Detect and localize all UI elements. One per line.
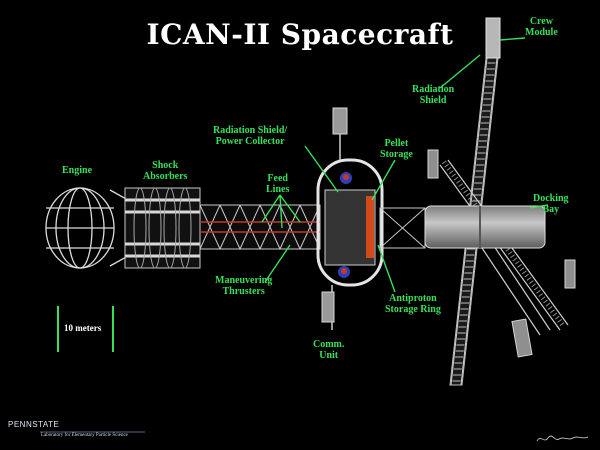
label-shock-absorbers: Shock Absorbers <box>143 160 188 182</box>
label-crew-module: Crew Module <box>525 16 558 38</box>
label-comm-unit: Comm. Unit <box>313 339 345 361</box>
feed-lines-shape <box>199 204 321 250</box>
scale-bar-label: 10 meters <box>64 323 102 333</box>
label-antiproton-ring: Antiproton Storage Ring <box>385 293 441 315</box>
logo-subtitle: Laboratory for Elementary Particle Scien… <box>41 433 128 438</box>
label-pellet-storage: Pellet Storage <box>380 138 413 160</box>
logo-brand: PENNSTATE <box>8 420 60 429</box>
page-title: ICAN-II Spacecraft <box>146 18 454 51</box>
label-radiation-shield: Radiation Shield <box>412 84 455 106</box>
docking-bay-shape <box>424 205 546 249</box>
central-hub-shape <box>316 107 384 330</box>
label-docking-bay: Docking Bay <box>533 193 569 215</box>
penn-state-logo: PENNSTATE Laboratory for Elementary Part… <box>8 420 158 446</box>
engine-shape <box>45 187 129 269</box>
label-feed-lines: Feed Lines <box>266 173 290 195</box>
crew-module-shape <box>485 17 501 59</box>
label-radiation-shield-power: Radiation Shield/ Power Collector <box>213 125 288 147</box>
signature-mark <box>536 435 589 442</box>
leader-lines <box>261 37 549 293</box>
label-maneuvering-thrusters: Maneuvering Thrusters <box>215 275 273 297</box>
shock-absorbers-shape <box>124 187 201 269</box>
label-engine: Engine <box>62 165 93 176</box>
